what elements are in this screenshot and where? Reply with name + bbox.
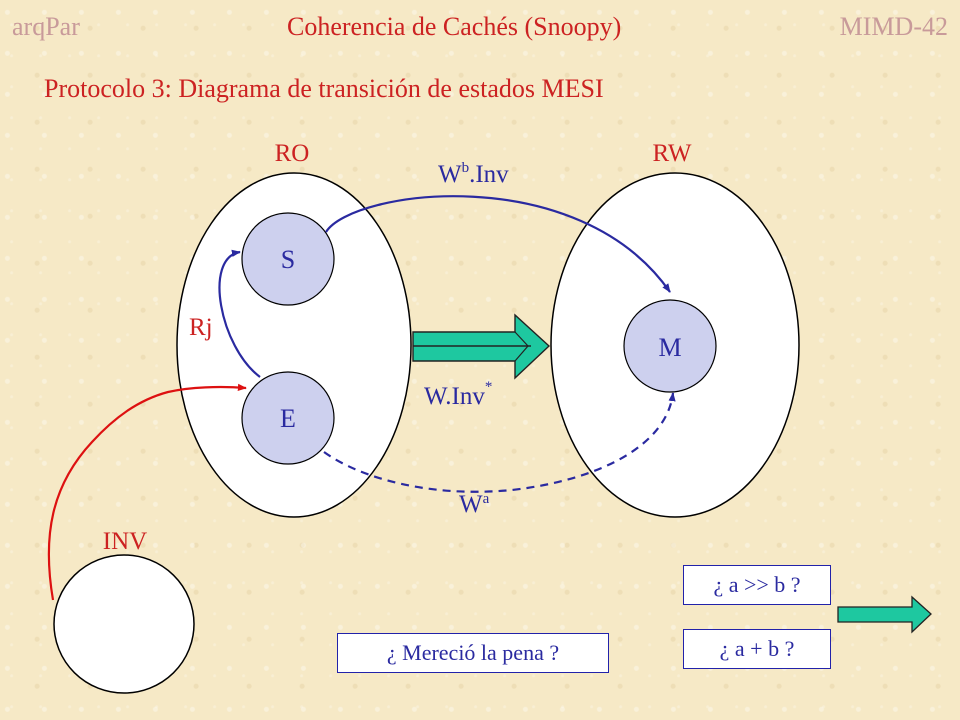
question-box-a-plus-b: ¿ a + b ?: [683, 629, 831, 669]
header-left: arqPar: [12, 12, 80, 41]
label-rj: Rj: [189, 314, 213, 341]
state-e-label: E: [280, 404, 296, 433]
region-inv-label: INV: [103, 528, 147, 555]
question-box-a-much-greater-b: ¿ a >> b ?: [683, 565, 831, 605]
region-rw-label: RW: [653, 140, 692, 167]
state-m: [623, 299, 717, 393]
state-e: [241, 371, 335, 465]
question-box-worth-it: ¿ Mereció la pena ?: [337, 633, 609, 673]
state-s: [241, 212, 335, 306]
header-right: MIMD-42: [839, 12, 948, 41]
label-wa: Wa: [459, 491, 490, 518]
label-wb-inv: Wb.Inv: [438, 160, 509, 188]
slide-subtitle: Protocolo 3: Diagrama de transición de e…: [44, 74, 604, 103]
arrow-s-to-m: [325, 195, 671, 293]
arrow-e-to-m: [323, 392, 676, 493]
arrow-inv-to-e: [47, 383, 247, 601]
state-m-label: M: [658, 333, 681, 362]
label-winv: W.Inv*: [424, 379, 492, 410]
slide-title: Coherencia de Cachés (Snoopy): [287, 12, 622, 41]
state-s-label: S: [281, 245, 295, 274]
green-arrow-small: [837, 595, 932, 634]
arrow-e-to-s: [218, 249, 261, 378]
region-ro: [176, 172, 412, 518]
region-ro-label: RO: [275, 140, 310, 167]
region-inv: [53, 554, 195, 694]
